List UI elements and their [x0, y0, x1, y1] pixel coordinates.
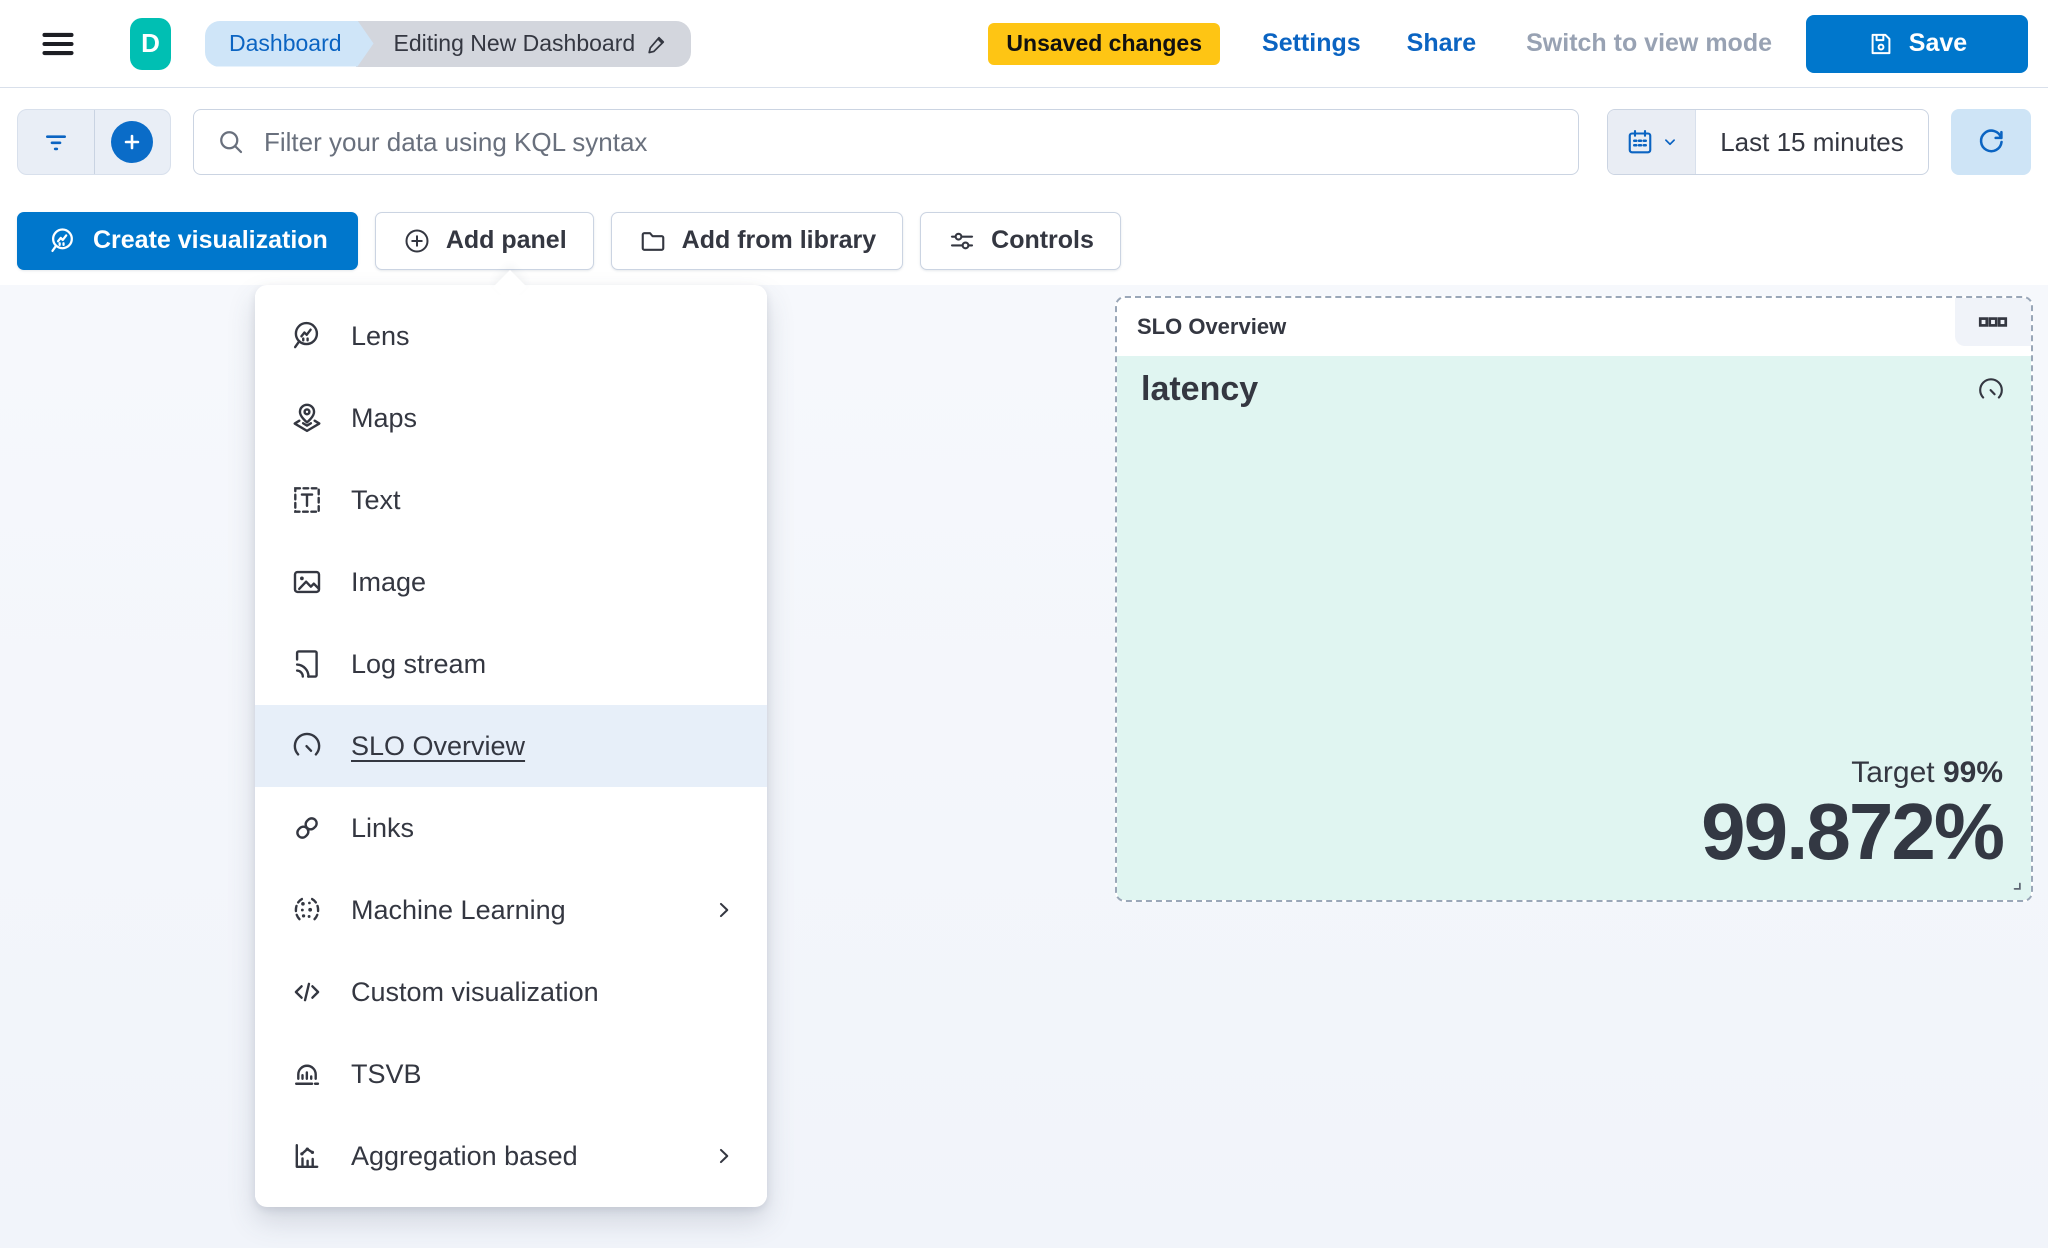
breadcrumb-dashboard[interactable]: Dashboard	[205, 21, 374, 67]
create-visualization-button[interactable]: Create visualization	[17, 211, 358, 270]
switch-to-view-mode-link[interactable]: Switch to view mode	[1526, 29, 1772, 57]
menu-item-lens[interactable]: Lens	[255, 295, 767, 377]
deployment-avatar[interactable]: D	[130, 17, 171, 70]
menu-item-tsvb[interactable]: TSVB	[255, 1033, 767, 1115]
unsaved-changes-badge: Unsaved changes	[988, 22, 1221, 65]
share-link[interactable]: Share	[1406, 29, 1477, 57]
slo-target: Target 99%	[1851, 756, 2003, 789]
menu-item-maps[interactable]: Maps	[255, 377, 767, 459]
menu-item-image[interactable]: Image	[255, 541, 767, 623]
panel-options-icon	[1976, 305, 2010, 339]
quick-select-date-button[interactable]	[1608, 110, 1696, 174]
menu-item-links[interactable]: Links	[255, 787, 767, 869]
text-icon	[289, 482, 325, 518]
time-range-picker: Last 15 minutes	[1607, 109, 1929, 175]
slo-card[interactable]: latency Target 99% 99.872%	[1117, 356, 2031, 900]
panel-header: SLO Overview	[1117, 298, 2031, 356]
chevron-right-icon	[711, 1143, 737, 1169]
filter-bar: Last 15 minutes	[0, 88, 2048, 196]
filter-controls-group	[17, 109, 171, 175]
links-icon	[289, 810, 325, 846]
refresh-button[interactable]	[1951, 109, 2031, 175]
image-icon	[289, 564, 325, 600]
panel-title: SLO Overview	[1137, 314, 1287, 339]
save-button[interactable]: Save	[1806, 14, 2028, 73]
chevron-right-icon	[711, 897, 737, 923]
menu-item-aggregation-based[interactable]: Aggregation based	[255, 1115, 767, 1197]
aggregation-icon	[289, 1138, 325, 1174]
top-header: D Dashboard Editing New Dashboard Unsave…	[0, 0, 2048, 88]
refresh-icon	[1975, 126, 2007, 158]
menu-item-machine-learning[interactable]: Machine Learning	[255, 869, 767, 951]
panel-options-button[interactable]	[1955, 298, 2031, 346]
machine-learning-icon	[289, 892, 325, 928]
menu-item-slo-overview[interactable]: SLO Overview	[255, 705, 767, 787]
edit-pencil-icon	[645, 32, 669, 56]
kql-search-input[interactable]	[264, 126, 1556, 158]
menu-item-custom-visualization[interactable]: Custom visualization	[255, 951, 767, 1033]
slo-overview-panel[interactable]: SLO Overview latency Target 99% 99.872%	[1115, 296, 2033, 902]
plus-in-circle-icon	[402, 226, 432, 256]
breadcrumb-current-dashboard[interactable]: Editing New Dashboard	[355, 20, 692, 67]
code-icon	[289, 974, 325, 1010]
menu-item-log-stream[interactable]: Log stream	[255, 623, 767, 705]
menu-item-text[interactable]: Text	[255, 459, 767, 541]
add-filter-button[interactable]	[93, 110, 171, 174]
add-from-library-button[interactable]: Add from library	[610, 211, 904, 270]
folder-icon	[638, 226, 668, 256]
breadcrumb: Dashboard Editing New Dashboard	[205, 20, 692, 67]
slo-metrics: Target 99% 99.872%	[1701, 756, 2005, 876]
log-stream-icon	[289, 646, 325, 682]
chevron-down-icon	[1661, 133, 1679, 151]
filter-menu-button[interactable]	[18, 110, 94, 174]
dashboard-canvas: Lens Maps Text Image	[0, 270, 2048, 1248]
controls-button[interactable]: Controls	[920, 211, 1121, 270]
gauge-icon	[1975, 374, 2007, 406]
time-range-value[interactable]: Last 15 minutes	[1696, 110, 1928, 174]
filter-icon	[40, 126, 72, 158]
dashboard-toolbar: Create visualization Add panel Add from …	[0, 196, 2048, 285]
lens-icon	[289, 318, 325, 354]
kql-search-box	[193, 109, 1579, 175]
search-icon	[216, 127, 246, 157]
add-filter-plus-icon	[111, 121, 154, 163]
save-floppy-icon	[1867, 30, 1895, 58]
slo-sli-value: 99.872%	[1701, 787, 2005, 876]
gauge-icon	[289, 728, 325, 764]
menu-hamburger-button[interactable]	[32, 18, 84, 70]
slo-target-value: 99%	[1942, 756, 2003, 789]
deployment-letter: D	[141, 28, 160, 58]
calendar-icon	[1625, 127, 1655, 157]
panel-resize-handle[interactable]	[2003, 872, 2025, 894]
hamburger-icon	[39, 25, 77, 63]
add-panel-menu: Lens Maps Text Image	[255, 270, 767, 1207]
maps-icon	[289, 400, 325, 436]
settings-link[interactable]: Settings	[1262, 29, 1361, 57]
controls-sliders-icon	[947, 226, 977, 256]
add-panel-button[interactable]: Add panel	[374, 211, 594, 270]
tsvb-icon	[289, 1056, 325, 1092]
slo-name: latency	[1141, 370, 1259, 408]
lens-icon	[47, 225, 79, 257]
